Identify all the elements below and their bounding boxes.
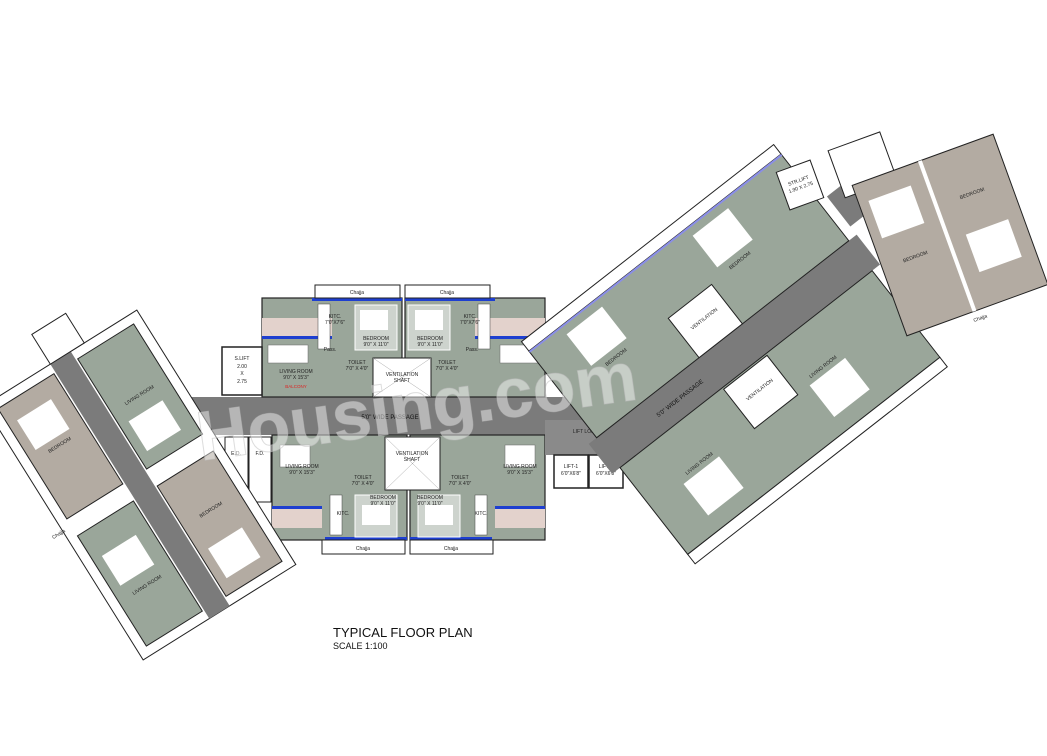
slift-size: 2.00: [237, 364, 247, 370]
lift-1: LIFT-1 6'0"X6'8": [553, 454, 589, 489]
chajja-label: Chajja: [444, 546, 458, 552]
bedroom-label: BEDROOM: [417, 495, 443, 501]
fd-label: F.D.: [256, 451, 265, 457]
chajja-label: Chajja: [350, 290, 364, 296]
chajja-label: Chajja: [51, 528, 66, 541]
shaft-label: SHAFT: [404, 457, 420, 463]
slift-label: S.LIFT: [234, 356, 249, 362]
shaft-label: SHAFT: [394, 378, 410, 384]
toilet-size: 7'0" X 4'0": [436, 366, 459, 372]
kitc-label: KITC.: [337, 511, 350, 517]
chajja-label: Chajja: [356, 546, 370, 552]
ed-label: E.D.: [231, 451, 241, 457]
drawing-title: TYPICAL FLOOR PLAN: [333, 625, 473, 640]
pass-label: Pass.: [466, 347, 479, 353]
living-size: 9'0" X 15'3": [289, 470, 315, 476]
stretcher-lift: STR.LIFT 1.90 X 2.75: [775, 159, 825, 211]
toilet-size: 7'0" X 4'0": [449, 481, 472, 487]
toilet-label: TOILET: [451, 475, 468, 481]
end-block: BEDROOM BEDROOM Chajja: [851, 133, 1047, 337]
living-size: 9'0" X 15'3": [283, 375, 309, 381]
toilet-size: 7'0" X 4'0": [352, 481, 375, 487]
bedroom-label: BEDROOM: [417, 336, 443, 342]
balcony-label: BALCONY: [285, 384, 307, 389]
lift2-size: 6'0"X6'8": [596, 471, 616, 477]
bedroom-label: BEDROOM: [370, 495, 396, 501]
living-label: LIVING ROOM: [503, 464, 536, 470]
toilet-label: TOILET: [354, 475, 371, 481]
lift2-label: LIFT-2: [599, 464, 614, 470]
toilet-label: TOILET: [438, 360, 455, 366]
living-size: 9'0" X 15'3": [507, 470, 533, 476]
unit-north-left: [261, 284, 403, 398]
bedroom-label: BEDROOM: [363, 336, 389, 342]
toilet-size: 7'0" X 4'0": [346, 366, 369, 372]
unit-south-left: [271, 434, 408, 555]
kitc-label: KITC.: [464, 314, 477, 320]
unit-north-right: [404, 284, 546, 398]
ventilation-shaft-north: VENTILATION SHAFT: [372, 357, 432, 398]
left-wing: BEDROOM LIVING ROOM LIVING ROOM BEDROOM …: [0, 309, 297, 661]
kitc-label: KITC.: [475, 511, 488, 517]
bedroom-size: 9'0" X 11'0": [363, 342, 388, 348]
lift1-size: 6'0"X6'8": [561, 471, 581, 477]
kitc-label: KITC.: [329, 314, 342, 320]
passage-label: 5'0" WIDE PASSAGE: [361, 415, 418, 421]
lift1-label: LIFT-1: [564, 464, 579, 470]
kitc-size: 7'0"X7'6": [460, 320, 480, 326]
right-wing: 5'0" WIDE PASSAGE VENTILATION VENTILATIO…: [520, 143, 948, 565]
vent-label: VENTILATION: [396, 451, 429, 457]
toilet-label: TOILET: [348, 360, 365, 366]
bedroom-size: 9'0" X 11'0": [417, 342, 442, 348]
kitc-size: 7'0"X7'6": [325, 320, 345, 326]
lift-lobby-label: LIFT LOBBY: [573, 429, 602, 435]
slift-size: 2.75: [237, 379, 247, 385]
service-lift: S.LIFT 2.00 X 2.75: [221, 346, 263, 396]
pass-label: Pass.: [324, 347, 337, 353]
bedroom-size: 9'0" X 11'0": [370, 501, 395, 507]
ventilation-shaft-south: VENTILATION SHAFT: [384, 436, 441, 491]
living-label: LIVING ROOM: [279, 369, 312, 375]
drawing-scale: SCALE 1:100: [333, 641, 388, 651]
vent-label: VENTILATION: [386, 372, 419, 378]
chajja-label: Chajja: [973, 313, 989, 324]
living-label: LIVING ROOM: [285, 464, 318, 470]
slift-x: X: [240, 371, 244, 377]
chajja-label: Chajja: [440, 290, 454, 296]
bedroom-size: 9'0" X 11'0": [417, 501, 442, 507]
fire-duct: [248, 436, 272, 503]
